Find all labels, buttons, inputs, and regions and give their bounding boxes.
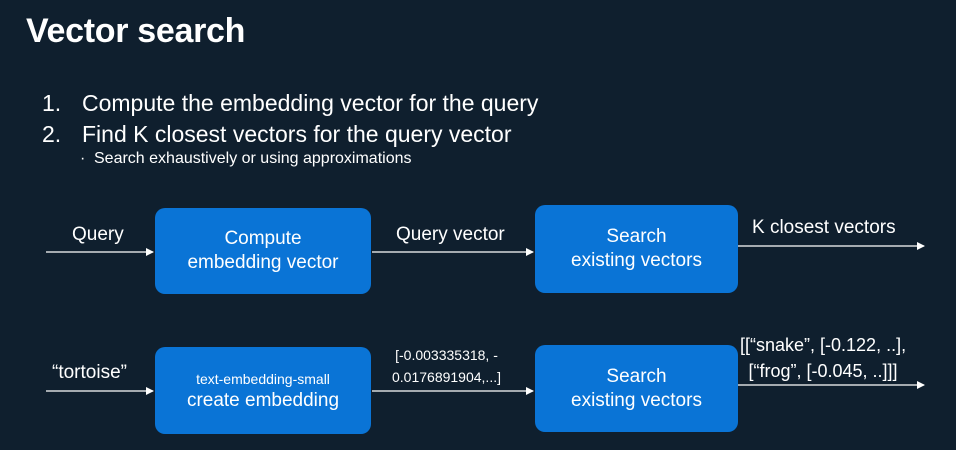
slide-title: Vector search bbox=[26, 12, 246, 50]
query-label: Query bbox=[72, 224, 124, 245]
sub-bullet-text: Search exhaustively or using approximati… bbox=[94, 150, 412, 167]
tortoise-label: “tortoise” bbox=[52, 362, 127, 383]
result-line: [“frog”, [-0.045, ..]]] bbox=[748, 361, 898, 381]
result-line: [[“snake”, [-0.122, ..], bbox=[740, 335, 907, 355]
box-line: create embedding bbox=[186, 389, 340, 411]
step-text: Find K closest vectors for the query vec… bbox=[82, 121, 512, 147]
box-line: Compute bbox=[224, 228, 302, 249]
bullet-icon: · bbox=[80, 150, 86, 167]
model-name: text-embedding-small bbox=[196, 370, 330, 387]
sub-bullet: · Search exhaustively or using approximat… bbox=[80, 150, 412, 168]
search-existing-vectors-box-2: Search existing vectors bbox=[535, 345, 738, 432]
box-line: embedding vector bbox=[187, 252, 339, 273]
query-vector-label: Query vector bbox=[396, 224, 505, 245]
results-label: [[“snake”, [-0.122, ..], [“frog”, [-0.04… bbox=[740, 332, 906, 384]
compute-embedding-box: Compute embedding vector bbox=[155, 208, 371, 294]
embedding-line: [-0.003335318, - bbox=[395, 347, 498, 363]
step-1: 1. Compute the embedding vector for the q… bbox=[42, 88, 538, 119]
step-text: Compute the embedding vector for the que… bbox=[82, 90, 539, 116]
steps-list: 1. Compute the embedding vector for the q… bbox=[42, 88, 538, 150]
box-line: Search bbox=[606, 365, 667, 387]
embedding-line: 0.0176891904,...] bbox=[392, 369, 501, 385]
box-line: Search bbox=[606, 226, 667, 247]
step-2: 2. Find K closest vectors for the query v… bbox=[42, 119, 538, 150]
step-number: 2. bbox=[42, 121, 62, 147]
box-line: existing vectors bbox=[571, 389, 702, 411]
create-embedding-box: text-embedding-small create embedding bbox=[155, 347, 371, 434]
search-existing-vectors-box: Search existing vectors bbox=[535, 205, 738, 293]
box-line: existing vectors bbox=[571, 250, 702, 271]
k-closest-vectors-label: K closest vectors bbox=[752, 217, 896, 238]
embedding-values-label: [-0.003335318, - 0.0176891904,...] bbox=[392, 344, 501, 388]
step-number: 1. bbox=[42, 90, 62, 116]
